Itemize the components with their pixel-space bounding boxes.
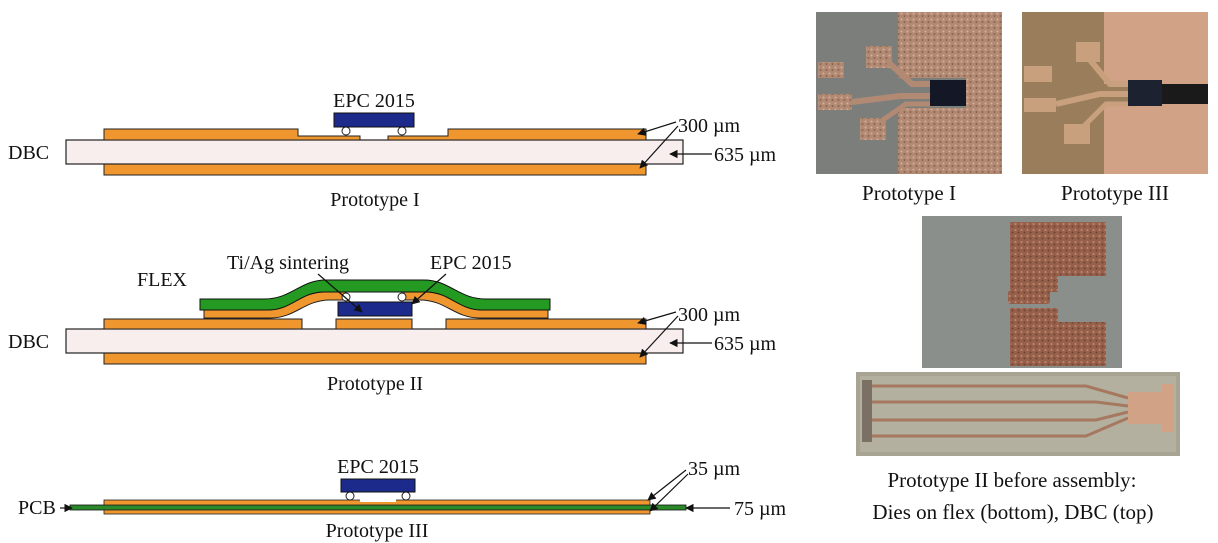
p3-die — [340, 478, 416, 493]
p2-arrow-die — [411, 273, 447, 305]
p1-ceramic — [65, 139, 684, 165]
p2-caption: Prototype II — [327, 373, 423, 395]
p3-bump-right — [401, 491, 411, 501]
p2-flex-film — [199, 279, 551, 311]
p3-arrow-copper-top — [647, 469, 687, 501]
p2-bump-right — [397, 292, 407, 302]
p1-arrow-copper-top — [637, 121, 677, 136]
p3-bump-left — [345, 491, 355, 501]
p3-core-thickness: 75 µm — [734, 498, 787, 520]
p1-ceramic-thickness: 635 µm — [714, 144, 777, 166]
p1-bottom-copper — [103, 163, 647, 176]
p2-arrow-copper-bottom — [639, 315, 679, 358]
p2-substrate-label: DBC — [8, 331, 49, 353]
p1-top-copper-right — [387, 128, 647, 141]
p3-bottom-copper — [103, 509, 651, 515]
p1-caption: Prototype I — [330, 189, 419, 211]
p2-top-copper-center — [335, 318, 413, 330]
p2-arrow-copper-top — [637, 311, 677, 325]
photo-prototype-2-dbc — [922, 216, 1122, 368]
p3-arrow-copper-bottom — [649, 473, 689, 512]
photo-caption-prototype-1: Prototype I — [862, 181, 956, 205]
p1-die — [333, 112, 415, 128]
p3-copper-thickness: 35 µm — [688, 458, 741, 480]
p2-ceramic-thickness: 635 µm — [714, 333, 777, 355]
p2-bump-left — [341, 292, 351, 302]
p1-arrow-copper-bottom — [639, 125, 679, 169]
p2-ceramic — [65, 328, 684, 354]
photo-prototype-3 — [1022, 12, 1208, 174]
p3-caption: Prototype III — [326, 520, 429, 542]
p1-substrate-label: DBC — [8, 142, 49, 164]
p2-die — [337, 301, 413, 317]
photo-prototype-1 — [816, 12, 1002, 174]
prototype-1-diagram: EPC 2015 DBC 300 µm 635 µm Prototype I — [8, 90, 777, 211]
photo-prototype-2-flex — [856, 372, 1180, 456]
p2-sinter-label: Ti/Ag sintering — [227, 252, 349, 274]
p1-die-label: EPC 2015 — [333, 90, 415, 112]
p2-copper-thickness: 300 µm — [678, 304, 741, 326]
prototype-2-diagram: FLEX Ti/Ag sintering EPC 2015 DBC 300 µm… — [8, 252, 777, 395]
p2-die-label: EPC 2015 — [430, 252, 512, 274]
p2-arrow-sinter — [317, 273, 363, 313]
p3-die-label: EPC 2015 — [337, 456, 419, 478]
p1-copper-thickness: 300 µm — [678, 115, 741, 137]
p1-bump-left — [341, 126, 351, 136]
prototype-3-diagram: EPC 2015 PCB 35 µm 75 µm Prototype III — [18, 456, 787, 542]
p3-substrate-label: PCB — [18, 497, 56, 519]
photo-caption-prototype-2-line2: Dies on flex (bottom), DBC (top) — [872, 500, 1154, 524]
p1-top-copper-left — [103, 128, 361, 141]
p1-bump-right — [397, 126, 407, 136]
p2-flex-label: FLEX — [137, 269, 188, 291]
p2-bottom-copper — [103, 352, 647, 365]
photo-caption-prototype-2-line1: Prototype II before assembly: — [887, 468, 1137, 492]
p2-top-copper-right — [445, 318, 647, 330]
p3-pad-gap — [360, 498, 396, 502]
p3-pcb-core — [69, 504, 687, 511]
p2-top-copper-left — [103, 318, 303, 330]
photo-caption-prototype-3: Prototype III — [1061, 181, 1169, 205]
